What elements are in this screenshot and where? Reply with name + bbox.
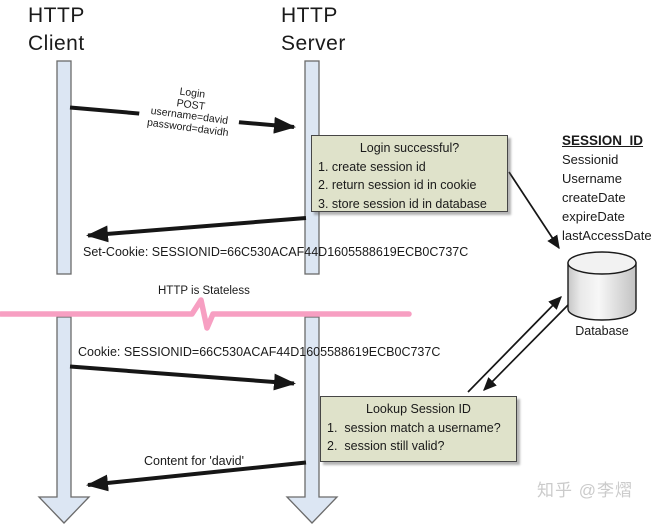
content-arrow — [86, 460, 307, 492]
session-field: lastAccessDate — [562, 228, 652, 243]
login-box-item: 1. create session id — [318, 159, 426, 174]
set-cookie-arrow — [86, 216, 307, 243]
lookup-query-arrow — [467, 296, 562, 393]
cookie-arrow — [69, 364, 296, 391]
content-label: Content for 'david' — [144, 454, 244, 468]
http-server-title: HTTP Server — [281, 4, 346, 55]
lookup-box-title: Lookup Session ID — [366, 402, 471, 416]
lookup-response-arrow — [483, 301, 572, 391]
session-table-title: SESSION_ID — [562, 133, 644, 148]
http-client-title: HTTP Client — [28, 4, 85, 55]
lookup-box-item: 1. session match a username? — [327, 420, 501, 435]
store-session-arrow — [508, 171, 560, 250]
watermark: 知乎 @李熠 — [537, 481, 633, 500]
lookup-box-item: 2. session still valid? — [327, 439, 445, 453]
database-icon — [567, 251, 637, 321]
lookup-session-box: Lookup Session ID 1. session match a use… — [320, 396, 517, 462]
client-lifeline — [37, 60, 91, 524]
login-box-item: 3. store session id in database — [318, 196, 487, 211]
login-box-item: 2. return session id in cookie — [318, 178, 477, 192]
set-cookie-label: Set-Cookie: SESSIONID=66C530ACAF44D16055… — [83, 245, 469, 259]
session-field: expireDate — [562, 209, 625, 224]
session-field: Sessionid — [562, 152, 619, 167]
database-label: Database — [575, 324, 629, 338]
session-field: Username — [562, 171, 622, 186]
session-id-table: SESSION_ID Sessionid Username createDate… — [562, 132, 652, 245]
session-field: createDate — [562, 190, 626, 205]
cookie-label: Cookie: SESSIONID=66C530ACAF44D160558861… — [78, 345, 441, 359]
login-successful-box: Login successful? 1. create session id 2… — [311, 135, 508, 212]
login-box-title: Login successful? — [359, 141, 460, 155]
stateless-divider — [0, 297, 412, 331]
stateless-label: HTTP is Stateless — [158, 285, 250, 297]
